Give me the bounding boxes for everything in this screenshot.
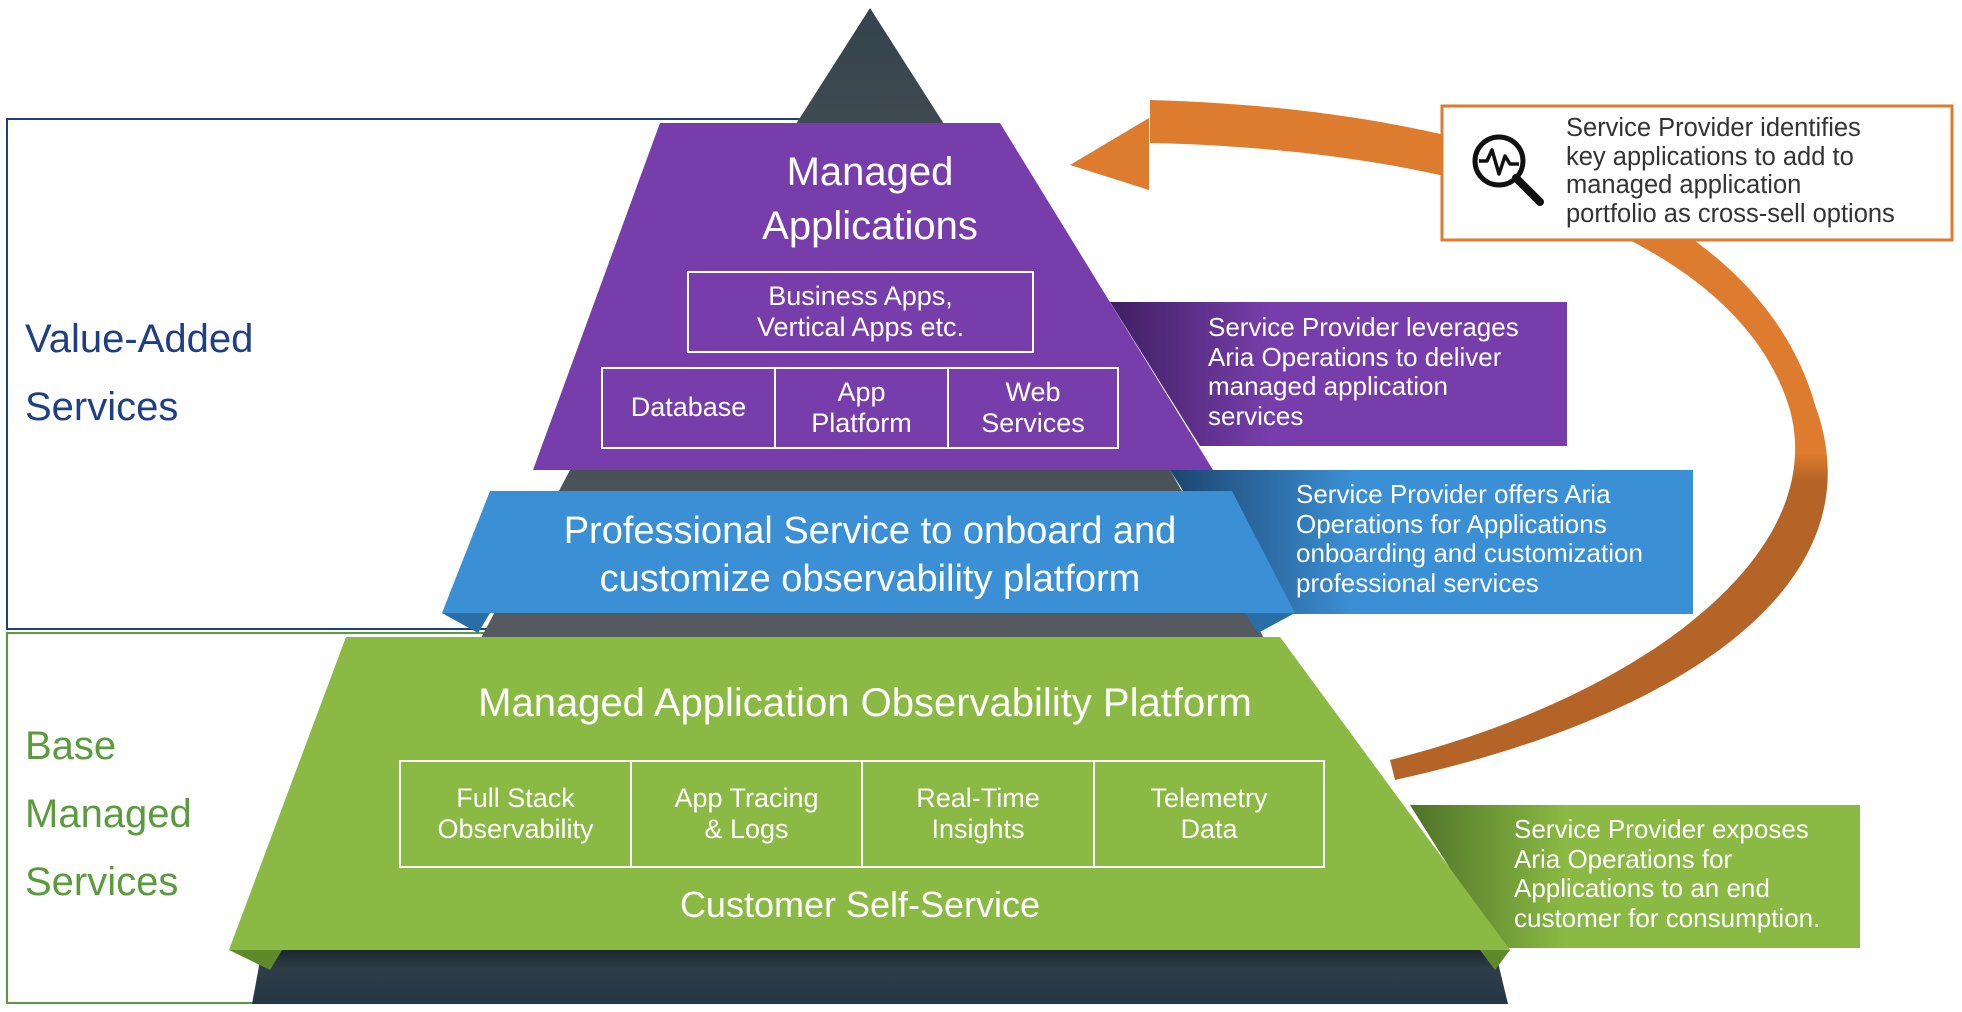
cross-sell-arrowhead — [1070, 118, 1149, 190]
value-added-services-label: Value-Added Services — [25, 305, 253, 441]
note-line: portfolio as cross-sell options — [1566, 199, 1895, 228]
label-line: Value-Added — [25, 317, 254, 361]
note-line: Operations for Applications — [1296, 508, 1607, 539]
managed-applications-title: Managed Applications — [670, 145, 1070, 253]
cell-line: Insights — [931, 814, 1025, 844]
base-managed-services-label: Base Managed Services — [25, 712, 192, 916]
note-line: services — [1208, 400, 1304, 431]
telemetry-data-cell: Telemetry Data — [1093, 760, 1325, 868]
full-stack-observability-cell: Full Stack Observability — [399, 760, 632, 868]
green-fold-right — [1480, 950, 1510, 970]
title-line: Managed — [786, 150, 954, 194]
managed-applications-side-note: Service Provider leverages Aria Operatio… — [1208, 312, 1519, 432]
title-line: customize observability platform — [599, 558, 1141, 600]
cell-line: & Logs — [704, 814, 789, 844]
customer-self-service-label: Customer Self-Service — [679, 884, 1041, 925]
cell-line: Web — [1005, 376, 1061, 407]
green-side-panel — [1410, 805, 1860, 948]
note-line: key applications to add to — [1566, 142, 1854, 171]
note-line: managed application — [1566, 171, 1802, 200]
note-line: Aria Operations for — [1514, 843, 1733, 874]
professional-service-tier — [442, 491, 1295, 613]
purple-side-panel — [1110, 302, 1567, 446]
cell-line: Telemetry — [1150, 782, 1268, 813]
professional-service-side-note: Service Provider offers Aria Operations … — [1296, 479, 1643, 599]
observability-platform-side-note: Service Provider exposes Aria Operations… — [1514, 814, 1821, 934]
business-apps-box: Business Apps, Vertical Apps etc. — [687, 271, 1034, 353]
magnifier-pulse-icon — [1472, 134, 1544, 206]
cell-line: Data — [1180, 814, 1238, 844]
note-line: Applications to an end — [1514, 873, 1770, 904]
blue-side-panel — [1170, 470, 1693, 614]
observability-platform-title: Managed Application Observability Platfo… — [478, 681, 1252, 725]
note-line: onboarding and customization — [1296, 538, 1643, 569]
blue-fold-right — [1245, 613, 1295, 633]
observability-platform-tier — [229, 637, 1510, 950]
real-time-insights-cell: Real-Time Insights — [861, 760, 1095, 868]
blue-fold-left — [442, 613, 490, 633]
managed-applications-tier — [533, 123, 1213, 470]
note-line: Aria Operations to deliver — [1208, 341, 1502, 372]
box-line: Vertical Apps etc. — [756, 312, 965, 342]
cell-line: Full Stack — [456, 782, 575, 813]
note-line: professional services — [1296, 567, 1539, 598]
app-platform-cell: App Platform — [774, 367, 949, 449]
cell-line: App — [837, 376, 886, 407]
note-line: managed application — [1208, 371, 1448, 402]
cross-sell-note-text: Service Provider identifies key applicat… — [1566, 114, 1895, 228]
note-line: Service Provider offers Aria — [1296, 479, 1611, 509]
cell-line: Observability — [437, 814, 594, 844]
pyramid-base-band — [252, 950, 1508, 1004]
label-line: Managed — [25, 792, 192, 836]
cell-line: App Tracing — [674, 782, 819, 813]
label-line: Base — [25, 724, 117, 768]
professional-service-title: Professional Service to onboard and cust… — [470, 507, 1270, 603]
note-line: Service Provider identifies — [1566, 114, 1861, 142]
cross-sell-note-box — [1440, 104, 1954, 242]
title-line: Applications — [762, 204, 978, 248]
web-services-cell: Web Services — [947, 367, 1119, 449]
label-line: Services — [25, 860, 179, 904]
cell-line: Services — [981, 408, 1085, 438]
note-line: Service Provider leverages — [1208, 312, 1519, 342]
cell-line: Platform — [811, 408, 912, 438]
note-line: customer for consumption. — [1514, 902, 1821, 933]
pyramid-apex — [796, 8, 944, 124]
cell-line: Database — [630, 392, 747, 423]
cell-line: Real-Time — [916, 782, 1040, 813]
note-line: Service Provider exposes — [1514, 814, 1809, 844]
database-cell: Database — [601, 367, 776, 449]
app-tracing-logs-cell: App Tracing & Logs — [630, 760, 863, 868]
green-fold-left — [229, 950, 282, 970]
box-line: Business Apps, — [768, 280, 953, 311]
label-line: Services — [25, 385, 179, 429]
title-line: Professional Service to onboard and — [563, 510, 1177, 552]
